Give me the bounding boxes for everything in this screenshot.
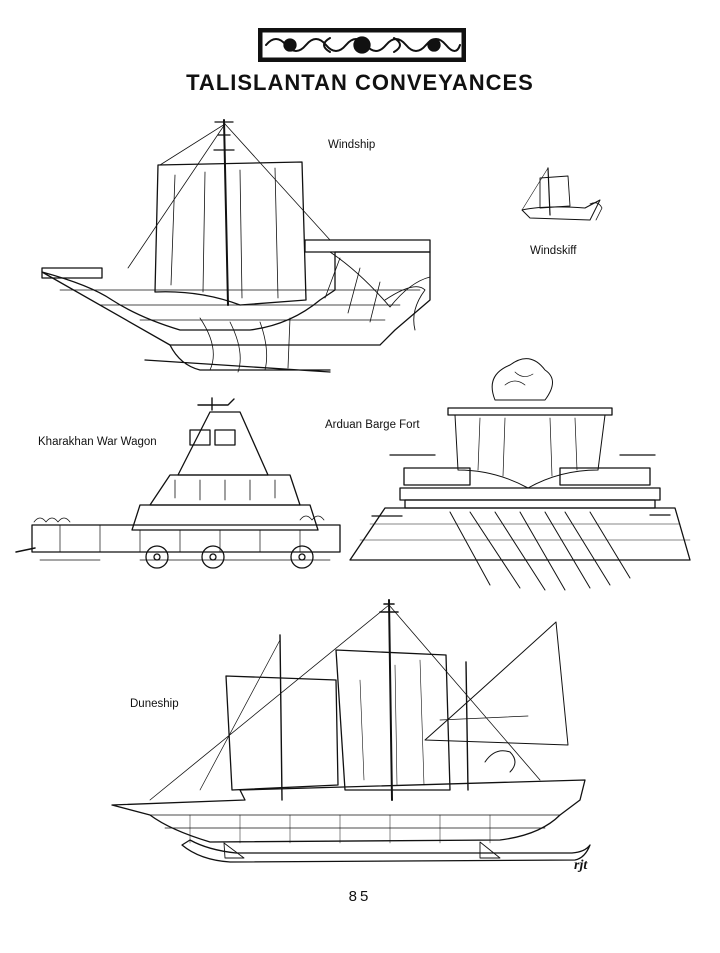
barge-fort-drawing: [349, 358, 691, 591]
caption-windship: Windship: [328, 139, 376, 151]
page-number: 85: [348, 888, 372, 905]
war-wagon-drawing: [15, 397, 341, 569]
page-title: TALISLANTAN CONVEYANCES: [186, 70, 534, 95]
caption-windskiff: Windskiff: [530, 245, 577, 257]
windship-drawing: [41, 119, 431, 373]
caption-war-wagon: Kharakhan War Wagon: [38, 436, 157, 448]
caption-barge-fort: Arduan Barge Fort: [325, 419, 420, 431]
caption-duneship: Duneship: [130, 698, 179, 710]
ornament-banner: [258, 28, 466, 62]
windskiff-drawing: [521, 167, 603, 221]
artist-signature: rjt: [574, 858, 588, 873]
duneship-drawing: [111, 599, 591, 863]
